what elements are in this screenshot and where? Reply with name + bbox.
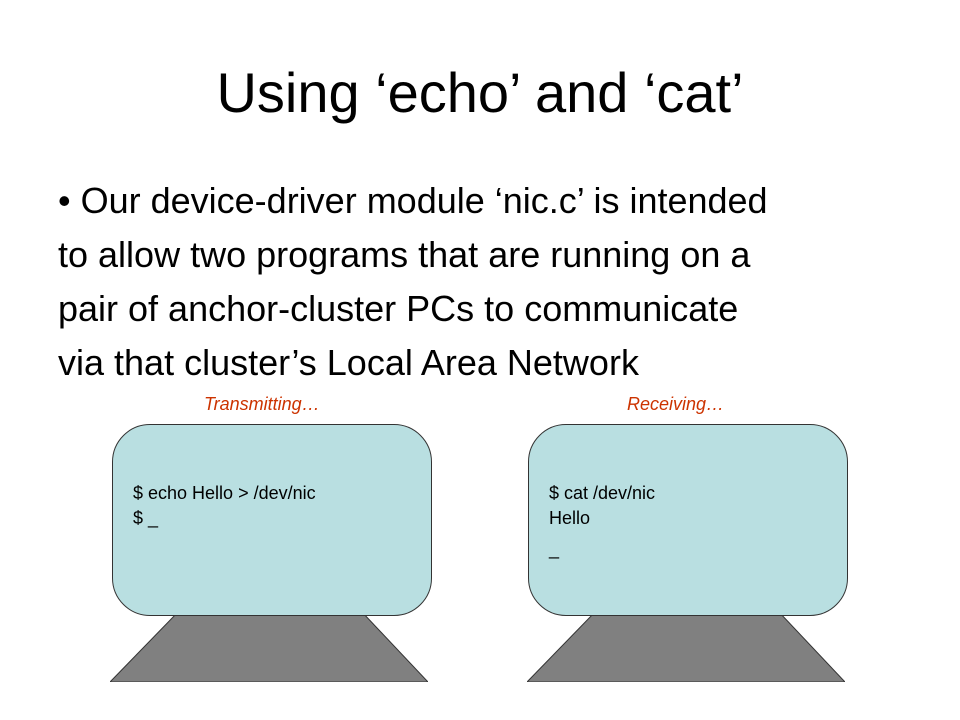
receiving-caption: Receiving… (627, 394, 725, 414)
terminal-line: $ echo Hello > /dev/nic (133, 483, 316, 503)
bullet-paragraph: • Our device-driver module ‘nic.c’ is in… (58, 174, 918, 390)
bullet-line: pair of anchor-cluster PCs to communicat… (58, 288, 739, 329)
terminal-right: $ cat /dev/nic Hello _ (549, 481, 655, 562)
terminal-line: _ (549, 539, 560, 559)
monitor-stand-left (110, 612, 428, 682)
bullet-line: via that cluster’s Local Area Network (58, 342, 639, 383)
terminal-left: $ echo Hello > /dev/nic $ _ (133, 481, 316, 531)
terminal-line: Hello (549, 508, 591, 528)
bullet-line: to allow two programs that are running o… (58, 234, 751, 275)
terminal-line: $ cat /dev/nic (549, 483, 656, 503)
slide-title: Using ‘echo’ and ‘cat’ (216, 61, 744, 124)
monitor-screen-left: $ echo Hello > /dev/nic $ _ (112, 424, 432, 616)
monitor-stand-right (527, 612, 845, 682)
terminal-line: $ _ (133, 508, 159, 528)
bullet-line: • Our device-driver module ‘nic.c’ is in… (58, 180, 768, 221)
transmitting-caption: Transmitting… (204, 394, 320, 414)
monitor-screen-right: $ cat /dev/nic Hello _ (528, 424, 848, 616)
